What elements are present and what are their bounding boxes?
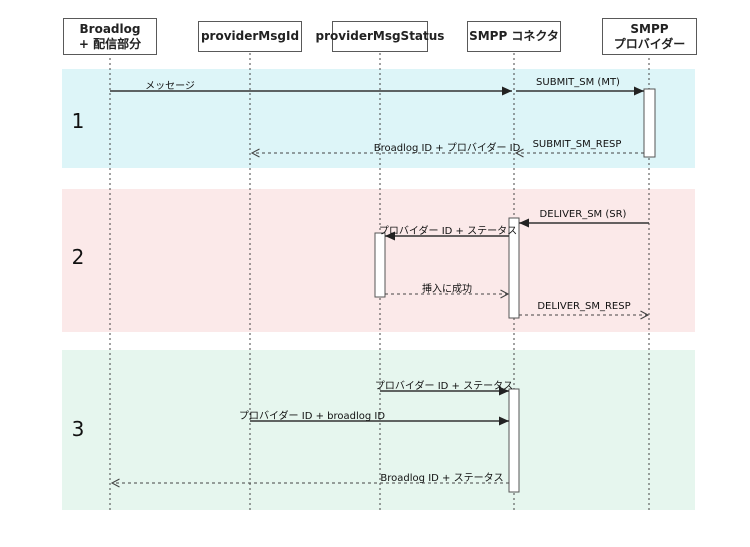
message-label-submit-sm-resp: SUBMIT_SM_RESP (532, 139, 622, 150)
activation-smpp-connector-phase2 (508, 217, 520, 319)
actor-broadlog: Broadlog + 配信部分 (63, 18, 157, 55)
message-label-deliver-sm: DELIVER_SM (SR) (539, 209, 627, 220)
phase-band-1 (62, 69, 695, 168)
message-label-submit-sm: SUBMIT_SM (MT) (536, 77, 620, 88)
activation-smpp-connector-phase3 (508, 388, 520, 493)
phase-band-3 (62, 350, 695, 510)
actor-providerMsgId: providerMsgId (198, 21, 302, 52)
activation-smpp-provider-phase1 (643, 88, 656, 158)
phase-number-1: 1 (71, 109, 85, 133)
phase-number-2: 2 (71, 245, 85, 269)
message-label-broadlog-provider-id: Broadlog ID + プロバイダー ID (373, 143, 521, 154)
actor-smpp-connector: SMPP コネクタ (467, 21, 561, 52)
actor-providerMsgStatus: providerMsgStatus (316, 21, 444, 52)
message-label-broadlog-id-status: Broadlog ID + ステータス (380, 473, 504, 484)
phase-number-3: 3 (71, 417, 85, 441)
message-label-message: メッセージ (145, 81, 195, 92)
message-label-insert-success: 挿入に成功 (422, 284, 472, 295)
message-label-provider-id-broadlog-id: プロバイダー ID + broadlog ID (238, 411, 386, 422)
message-label-deliver-sm-resp: DELIVER_SM_RESP (537, 301, 631, 312)
message-label-provider-id-status-p3: プロバイダー ID + ステータス (374, 381, 514, 392)
actor-smpp-provider: SMPP プロバイダー (602, 18, 697, 55)
message-label-provider-id-status-p2: プロバイダー ID + ステータス (378, 226, 518, 237)
activation-providerMsgStatus-phase2 (374, 232, 386, 298)
